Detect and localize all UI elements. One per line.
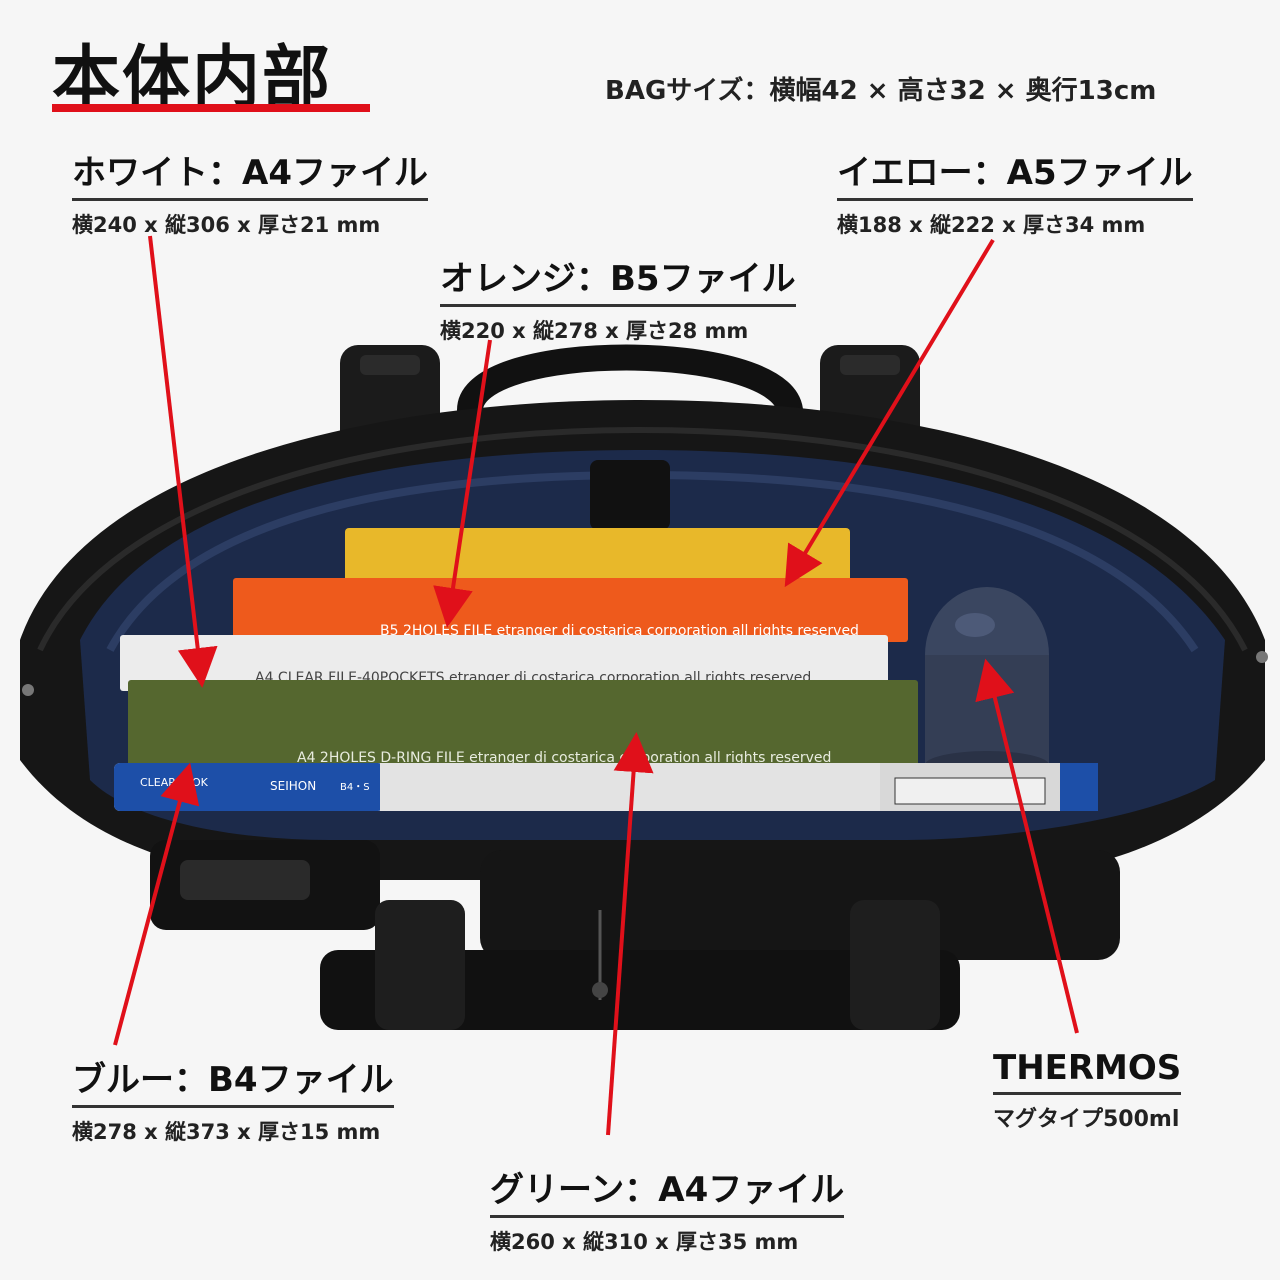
arrow-green-file (606, 732, 654, 1136)
blue-file-size: B4・S (340, 782, 370, 793)
title-underline (52, 104, 370, 112)
label-green-head: グリーン：A4ファイル (490, 1162, 845, 1218)
label-white-file: ホワイト：A4ファイル 横240 x 縦306 x 厚さ21 mm (72, 145, 428, 239)
label-white-dims: 横240 x 縦306 x 厚さ21 mm (72, 213, 381, 237)
label-thermos-sub: マグタイプ500ml (993, 1107, 1180, 1132)
label-blue-dims: 横278 x 縦373 x 厚さ15 mm (72, 1120, 381, 1144)
label-thermos-head: THERMOS (993, 1048, 1182, 1095)
green-file-spine-text: A4 2HOLES D-RING FILE etranger di costar… (297, 750, 831, 766)
label-yellow-file: イエロー：A5ファイル 横188 x 縦222 x 厚さ34 mm (837, 145, 1193, 239)
blue-file-brand: CLEARBOOK (140, 776, 209, 789)
leader-arrows (113, 235, 1079, 1136)
label-orange-file: オレンジ：B5ファイル 横220 x 縦278 x 厚さ28 mm (440, 251, 796, 345)
arrow-yellow-file (784, 238, 995, 588)
arrow-thermos (975, 658, 1079, 1034)
label-orange-head: オレンジ：B5ファイル (440, 251, 796, 307)
label-yellow-head: イエロー：A5ファイル (837, 145, 1193, 201)
bag-size-text: BAGサイズ：横幅42 × 高さ32 × 奥行13cm (605, 76, 1157, 106)
label-orange-dims: 横220 x 縦278 x 厚さ28 mm (440, 319, 749, 343)
file-yellow (345, 528, 850, 590)
label-yellow-dims: 横188 x 縦222 x 厚さ34 mm (837, 213, 1146, 237)
file-green: A4 2HOLES D-RING FILE etranger di costar… (128, 680, 918, 770)
file-blue: CLEARBOOK SEIHON B4・S (114, 763, 1098, 811)
label-green-dims: 横260 x 縦310 x 厚さ35 mm (490, 1230, 799, 1254)
thermos-mug (925, 587, 1049, 779)
arrow-orange-file (433, 339, 492, 628)
label-blue-head: ブルー：B4ファイル (72, 1052, 394, 1108)
file-orange: B5 2HOLES FILE etranger di costarica cor… (233, 578, 908, 642)
arrow-white-file (148, 235, 218, 688)
label-thermos: THERMOS マグタイプ500ml (993, 1048, 1182, 1133)
arrow-blue-file (113, 762, 200, 1046)
label-green-file: グリーン：A4ファイル 横260 x 縦310 x 厚さ35 mm (490, 1162, 845, 1256)
blue-file-maker: SEIHON (270, 779, 316, 793)
label-blue-file: ブルー：B4ファイル 横278 x 縦373 x 厚さ15 mm (72, 1052, 394, 1146)
label-white-head: ホワイト：A4ファイル (72, 145, 428, 201)
